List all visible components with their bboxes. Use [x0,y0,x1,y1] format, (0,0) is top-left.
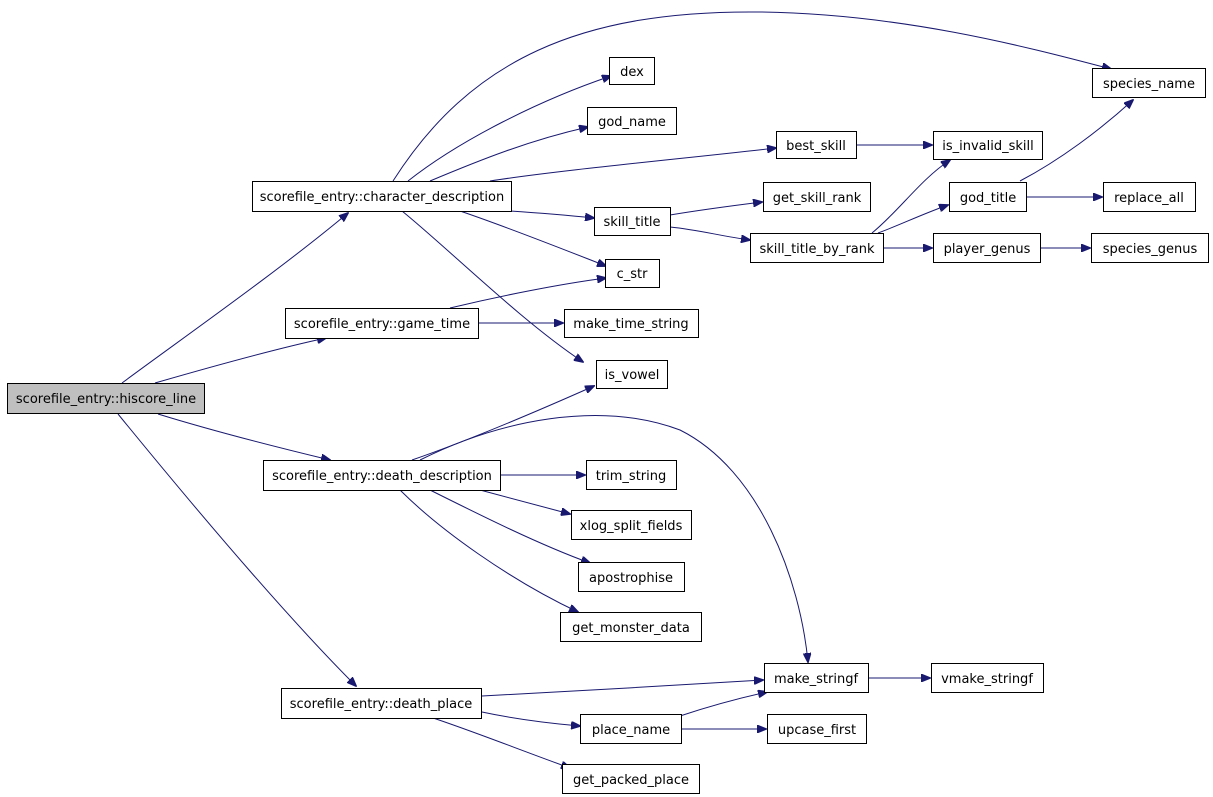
node-is-vowel[interactable]: is_vowel [596,360,668,389]
edge-hiscore-to-death-place [117,413,356,686]
node-label: get_monster_data [572,621,690,636]
node-label: upcase_first [778,723,856,738]
node-label: is_invalid_skill [942,139,1034,154]
edge-hiscore-to-game-time [154,338,326,384]
node-label: replace_all [1114,191,1184,206]
node-get-skill-rank[interactable]: get_skill_rank [763,182,871,212]
node-trim-string[interactable]: trim_string [586,460,677,490]
node-make-stringf[interactable]: make_stringf [764,663,869,693]
node-label: xlog_split_fields [580,519,683,534]
edge-deathplace-to-place-name [481,711,580,726]
edge-deathdesc-to-is-vowel [411,386,594,461]
node-species-genus[interactable]: species_genus [1091,233,1209,263]
node-label: scorefile_entry::death_place [290,697,472,712]
node-label: is_vowel [605,368,660,383]
node-game-time[interactable]: scorefile_entry::game_time [285,308,479,339]
edge-chardesc-to-god-name [429,127,588,182]
node-apostrophise[interactable]: apostrophise [578,562,685,592]
edges [117,11,1133,768]
node-place-name[interactable]: place_name [580,714,682,744]
edge-gametime-to-c-str [449,278,606,309]
node-label: trim_string [596,469,667,484]
node-skill-title[interactable]: skill_title [594,207,671,236]
node-skill-title-by-rank[interactable]: skill_title_by_rank [750,233,884,263]
node-label: get_skill_rank [773,191,862,206]
node-label: species_name [1103,77,1195,92]
edge-god-title-to-species-name [1019,100,1133,182]
node-label: get_packed_place [573,773,689,788]
edge-sktbr-to-is-invalid-skill [871,160,950,234]
edge-chardesc-to-dex [407,76,611,182]
node-death-place[interactable]: scorefile_entry::death_place [281,688,482,719]
node-god-title[interactable]: god_title [949,182,1027,212]
node-xlog-split-fields[interactable]: xlog_split_fields [571,510,692,540]
node-label: apostrophise [589,571,673,586]
node-label: scorefile_entry::hiscore_line [16,392,196,407]
edge-deathdesc-to-apostrophise [429,489,590,563]
node-replace-all[interactable]: replace_all [1103,182,1196,212]
node-character-description[interactable]: scorefile_entry::character_description [252,181,512,212]
node-label: scorefile_entry::death_description [272,469,492,484]
edge-skill-title-to-get-skill-rank [669,202,762,216]
edge-hiscore-to-character-description [121,213,348,384]
node-species-name[interactable]: species_name [1092,68,1206,98]
edge-deathplace-to-get-packed-place [429,716,570,768]
node-death-description[interactable]: scorefile_entry::death_description [263,460,501,491]
edge-deathdesc-to-get-monster-data [399,489,578,612]
edge-chardesc-to-best-skill [489,148,776,182]
node-get-packed-place[interactable]: get_packed_place [562,764,700,794]
node-upcase-first[interactable]: upcase_first [767,714,867,744]
edge-place-name-to-make-stringf [679,692,767,717]
nodes: scorefile_entry::hiscore_line scorefile_… [7,57,1209,794]
node-label: dex [620,65,644,80]
edge-chardesc-to-is-vowel [401,210,583,362]
node-c-str[interactable]: c_str [605,259,660,288]
edge-chardesc-to-c-str [459,210,606,266]
node-label: god_name [598,115,666,130]
node-get-monster-data[interactable]: get_monster_data [560,612,702,642]
edge-deathdesc-to-make-stringf [419,415,808,662]
node-best-skill[interactable]: best_skill [776,131,857,159]
edge-deathdesc-to-xlog-split-fields [479,489,570,514]
node-label: best_skill [786,139,846,154]
node-label: skill_title [603,215,660,230]
node-player-genus[interactable]: player_genus [933,233,1041,263]
node-god-name[interactable]: god_name [587,107,677,135]
node-label: scorefile_entry::character_description [260,190,504,205]
node-hiscore-line[interactable]: scorefile_entry::hiscore_line [7,383,205,414]
node-label: make_time_string [573,317,688,332]
node-vmake-stringf[interactable]: vmake_stringf [931,663,1044,693]
edge-sktbr-to-god-title [877,205,948,234]
edge-skill-title-to-skill-title-by-rank [669,226,750,240]
node-label: vmake_stringf [941,672,1033,687]
node-label: god_title [960,191,1016,206]
edge-chardesc-to-species-name [392,11,1111,182]
edge-deathplace-to-make-stringf [481,680,763,697]
node-make-time-string[interactable]: make_time_string [564,309,699,338]
node-dex[interactable]: dex [609,57,655,85]
node-label: c_str [617,267,649,282]
node-label: species_genus [1103,242,1198,257]
node-label: player_genus [944,242,1031,257]
node-label: skill_title_by_rank [759,242,875,257]
edge-chardesc-to-skill-title [509,210,594,218]
node-label: scorefile_entry::game_time [294,317,470,332]
node-is-invalid-skill[interactable]: is_invalid_skill [933,131,1043,160]
node-label: place_name [592,723,670,738]
edge-hiscore-to-death-description [157,413,330,460]
node-label: make_stringf [774,672,859,687]
